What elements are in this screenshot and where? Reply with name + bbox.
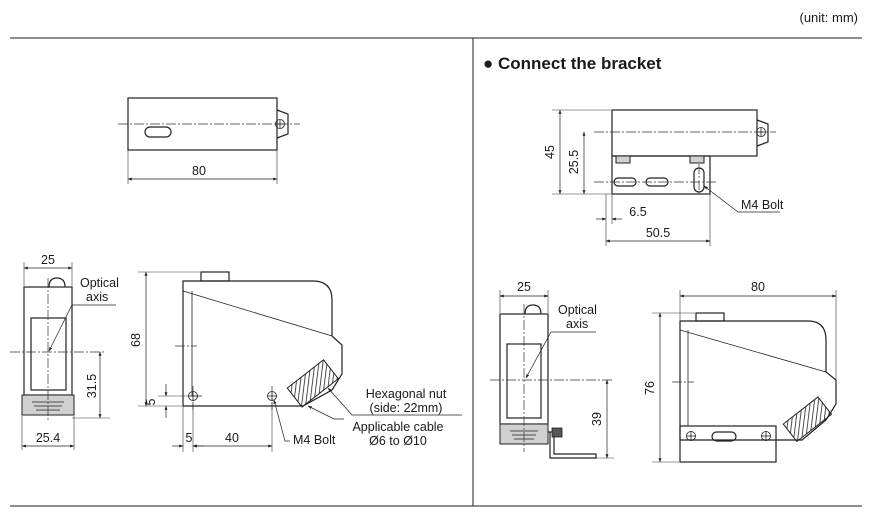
dim-axis-height-25-5: 25.5 <box>567 150 581 174</box>
hex-nut-label-line1: Hexagonal nut <box>366 387 447 401</box>
optical-axis-label-bracket-line2: axis <box>566 317 588 331</box>
dim-length-50-5: 50.5 <box>646 226 670 240</box>
cable-label-line1: Applicable cable <box>352 420 443 434</box>
dim-offset-6-5: 6.5 <box>629 205 646 219</box>
cable-label-line2: Ø6 to Ø10 <box>369 434 427 448</box>
dim-axis-height-39: 39 <box>590 412 604 426</box>
bracket-plate <box>611 155 711 195</box>
dim-height-68: 68 <box>129 333 143 347</box>
cable-gland-hatch-bracket <box>782 396 833 443</box>
cable-gland-hatch <box>286 359 340 408</box>
right-front-view: 80 76 <box>643 280 837 463</box>
lens-window <box>30 317 67 391</box>
dim-hole-pitch-40: 40 <box>225 431 239 445</box>
optical-axis-label-line2: axis <box>86 290 108 304</box>
dim-width-25-bracket: 25 <box>517 280 531 294</box>
optical-axis-label-bracket-line1: Optical <box>558 303 597 317</box>
right-top-view: 45 25.5 6.5 50.5 M4 Bolt <box>543 109 784 246</box>
hex-nut-label-line2: (side: 22mm) <box>370 401 443 415</box>
right-side-view: 25 Optical axis 39 <box>490 280 614 459</box>
slot-hole <box>144 126 172 138</box>
dim-length-80: 80 <box>192 164 206 178</box>
left-top-view: 80 <box>118 97 300 184</box>
m4-bolt-label-bracket: M4 Bolt <box>741 198 784 212</box>
dim-hole-offset-v-5: 5 <box>144 398 158 405</box>
bracket-plate-front <box>679 425 777 463</box>
dim-height-76: 76 <box>643 381 657 395</box>
left-side-view: 25 Optical axis 31.5 25.4 <box>10 253 119 450</box>
optical-axis-label-line1: Optical <box>80 276 119 290</box>
left-front-view: 68 5 5 40 M4 Bolt Hexagonal nut (side: 2… <box>129 271 462 452</box>
dim-width-25: 25 <box>41 253 55 267</box>
m4-bolt-label: M4 Bolt <box>293 433 336 447</box>
section-title-connect-bracket: ● Connect the bracket <box>483 54 662 73</box>
dim-axis-height-31-5: 31.5 <box>85 374 99 398</box>
dim-width-25-4: 25.4 <box>36 431 60 445</box>
sensor-body-front-bracket <box>679 320 837 441</box>
dim-height-45: 45 <box>543 145 557 159</box>
sensor-body-top-bracket <box>611 109 758 157</box>
dim-length-80-bracket: 80 <box>751 280 765 294</box>
unit-label: (unit: mm) <box>799 10 859 25</box>
dim-hole-offset-h-5: 5 <box>186 431 193 445</box>
sensor-body-front <box>182 280 343 407</box>
